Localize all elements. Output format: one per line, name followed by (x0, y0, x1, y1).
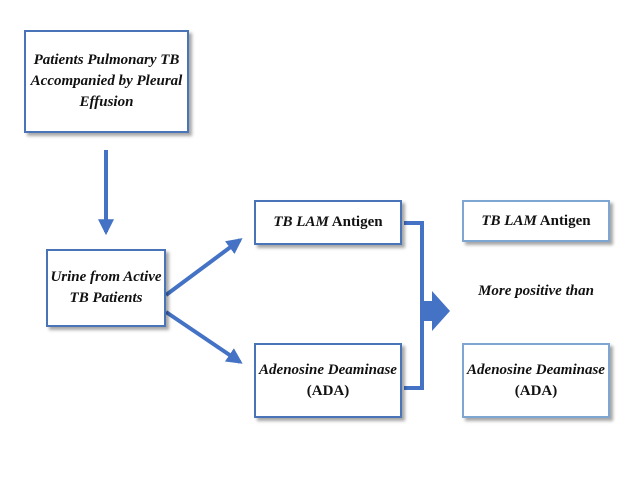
result-tb-lam-italic: TB LAM (481, 212, 537, 229)
tb-lam-antigen-label: TB LAM Antigen (273, 212, 382, 233)
block-arrow-right (422, 291, 450, 331)
result-tb-lam-antigen-label: TB LAM Antigen (481, 211, 590, 232)
antigen-text: Antigen (331, 214, 383, 230)
result-antigen-text: Antigen (539, 212, 591, 229)
bracket (404, 221, 424, 390)
patients-pulmonary-tb-box: Patients Pulmonary TB Accompanied by Ple… (24, 30, 189, 133)
tb-lam-antigen-box: TB LAM Antigen (254, 200, 402, 245)
urine-active-tb-box: Urine from Active TB Patients (46, 249, 166, 327)
urine-line-2: TB Patients (69, 290, 143, 306)
adenosine-deaminase-box: Adenosine Deaminase (ADA) (254, 343, 402, 418)
ada-line-2: (ADA) (306, 382, 350, 399)
arrow-urine-to-ada (164, 310, 243, 364)
patients-line-3: Effusion (79, 94, 134, 110)
ada-line-1: Adenosine Deaminase (259, 361, 397, 378)
result-ada-line-1: Adenosine Deaminase (467, 361, 605, 378)
comparison-label: More positive than (478, 283, 594, 299)
patients-line-2: Accompanied by Pleural (30, 73, 183, 89)
urine-line-1: Urine from Active (50, 269, 162, 285)
tb-lam-italic: TB LAM (273, 214, 329, 230)
result-adenosine-deaminase-box: Adenosine Deaminase (ADA) (462, 343, 610, 418)
result-ada-line-2: (ADA) (514, 382, 558, 399)
result-tb-lam-antigen-box: TB LAM Antigen (462, 200, 610, 242)
patients-line-1: Patients Pulmonary TB (33, 52, 180, 68)
arrow-urine-to-lam (164, 238, 243, 297)
